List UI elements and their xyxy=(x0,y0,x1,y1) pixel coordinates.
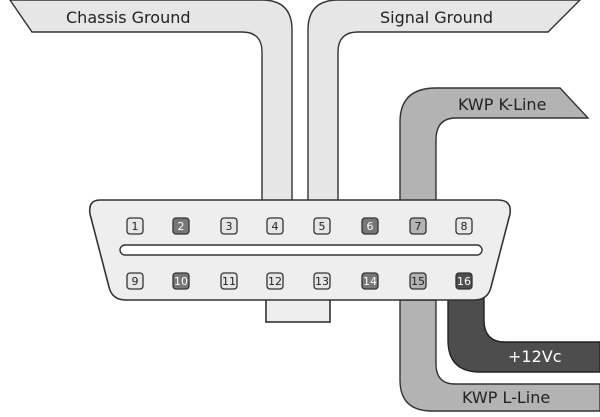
pin-16: 16 xyxy=(455,272,473,290)
pin-box xyxy=(220,272,238,290)
pin-number: 15 xyxy=(411,275,425,288)
pin-13: 13 xyxy=(313,272,331,290)
pin-5: 5 xyxy=(313,217,331,235)
wire-chassis-ground xyxy=(9,0,293,203)
pin-box xyxy=(220,217,238,235)
label-plus-12v: +12Vc xyxy=(508,347,562,366)
pin-number: 11 xyxy=(222,275,236,288)
pin-box xyxy=(455,217,473,235)
pin-box xyxy=(361,217,379,235)
label-kwp-l-line: KWP L-Line xyxy=(462,388,550,407)
pin-6: 6 xyxy=(361,217,379,235)
pin-10: 10 xyxy=(172,272,190,290)
pin-box xyxy=(126,272,144,290)
label-kwp-k-line: KWP K-Line xyxy=(458,95,546,114)
pin-8: 8 xyxy=(455,217,473,235)
label-chassis-ground: Chassis Ground xyxy=(66,8,191,27)
pin-4: 4 xyxy=(266,217,284,235)
pin-9: 9 xyxy=(126,272,144,290)
pin-number: 14 xyxy=(363,275,377,288)
pin-number: 4 xyxy=(272,220,279,233)
pin-box xyxy=(266,272,284,290)
pin-box xyxy=(455,272,473,290)
pin-box xyxy=(172,272,190,290)
pin-number: 1 xyxy=(132,220,139,233)
pin-14: 14 xyxy=(361,272,379,290)
wire-kwp-l-line xyxy=(399,299,600,412)
pin-number: 12 xyxy=(268,275,282,288)
pin-number: 3 xyxy=(226,220,233,233)
pin-number: 10 xyxy=(174,275,188,288)
pin-number: 13 xyxy=(315,275,329,288)
pin-number: 8 xyxy=(461,220,468,233)
pin-box xyxy=(313,217,331,235)
label-signal-ground: Signal Ground xyxy=(380,8,493,27)
pin-box xyxy=(361,272,379,290)
pin-box xyxy=(126,217,144,235)
pin-number: 9 xyxy=(132,275,139,288)
pin-box xyxy=(313,272,331,290)
wire-plus-12v xyxy=(447,297,600,373)
pin-box xyxy=(172,217,190,235)
pin-box xyxy=(266,217,284,235)
connector-slot xyxy=(119,244,483,256)
wire-kwp-k-line xyxy=(399,87,590,203)
pin-11: 11 xyxy=(220,272,238,290)
pin-number: 5 xyxy=(319,220,326,233)
pin-3: 3 xyxy=(220,217,238,235)
pin-15: 15 xyxy=(409,272,427,290)
pin-2: 2 xyxy=(172,217,190,235)
pin-1: 1 xyxy=(126,217,144,235)
connector-top-row: 1 2 3 4 5 6 7 8 xyxy=(126,217,473,235)
pin-number: 2 xyxy=(178,220,185,233)
pin-number: 6 xyxy=(367,220,374,233)
pin-number: 16 xyxy=(457,275,471,288)
pin-box xyxy=(409,272,427,290)
pin-box xyxy=(409,217,427,235)
pin-12: 12 xyxy=(266,272,284,290)
pin-number: 7 xyxy=(415,220,422,233)
connector-bottom-row: 9 10 11 12 13 14 15 16 xyxy=(126,272,473,290)
pin-7: 7 xyxy=(409,217,427,235)
